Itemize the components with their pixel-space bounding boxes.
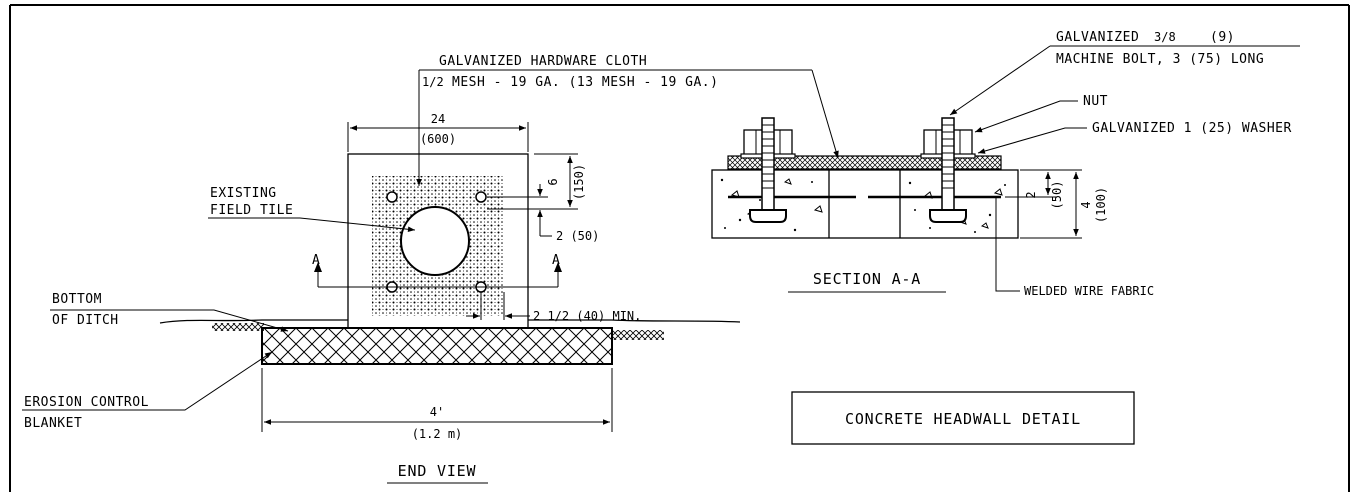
bolt-label: GALVANIZED xyxy=(1056,30,1139,45)
erosion-control-label: EROSION CONTROL xyxy=(24,395,149,410)
washer-leader xyxy=(977,127,1087,154)
hardware-cloth-label: GALVANIZED HARDWARE CLOTH xyxy=(439,54,647,69)
width-dimension: 24 (600) xyxy=(347,112,529,152)
bolt-label-mm: (9) xyxy=(1210,30,1235,45)
svg-text:4: 4 xyxy=(1079,201,1093,208)
bolt-label-fraction: 3/8 xyxy=(1154,30,1176,44)
svg-text:6: 6 xyxy=(546,178,560,185)
base-dimension: 4' (1.2 m) xyxy=(261,368,613,441)
concrete-slab xyxy=(711,169,1019,239)
soil-right xyxy=(612,330,664,340)
svg-text:(600): (600) xyxy=(420,132,456,146)
existing-tile-label: EXISTING xyxy=(210,186,277,201)
end-view-caption: END VIEW xyxy=(398,462,477,480)
bolt-assembly-left xyxy=(740,117,796,223)
field-tile xyxy=(400,206,470,276)
hardware-cloth-layer xyxy=(727,155,1002,170)
svg-text:(150): (150) xyxy=(572,164,586,200)
nut-label: NUT xyxy=(1083,94,1108,109)
top-offset-dimension: 6 (150) xyxy=(487,153,586,210)
drawing-title: CONCRETE HEADWALL DETAIL xyxy=(845,410,1081,428)
svg-text:(1.2 m): (1.2 m) xyxy=(412,427,463,441)
section-mark-right: A xyxy=(552,253,560,268)
bolt-hole xyxy=(386,191,398,203)
nut-leader xyxy=(974,100,1078,133)
svg-text:(100): (100) xyxy=(1094,187,1108,223)
hole-offset-dimension: 2 (50) xyxy=(487,184,599,243)
bottom-of-ditch-label-2: OF DITCH xyxy=(52,313,119,328)
erosion-control-label-2: BLANKET xyxy=(24,416,82,431)
bolt-hole xyxy=(475,191,487,203)
washer-label: GALVANIZED 1 (25) WASHER xyxy=(1092,121,1292,136)
section-mark-left: A xyxy=(312,253,320,268)
edge-min-dimension: 2 1/2 (40) MIN. xyxy=(466,292,641,323)
existing-tile-label-2: FIELD TILE xyxy=(210,203,293,218)
section-depth-dimensions: 2 (50) 4 (100) xyxy=(1005,169,1108,239)
erosion-control-blanket xyxy=(261,327,613,365)
section-a-a: GALVANIZED 3/8 (9) MACHINE BOLT, 3 (75) … xyxy=(711,30,1300,298)
hardware-cloth-section-leader xyxy=(811,69,839,159)
svg-text:24: 24 xyxy=(431,112,445,126)
svg-text:2 1/2 (40) MIN.: 2 1/2 (40) MIN. xyxy=(533,309,641,323)
soil-left xyxy=(212,323,264,331)
title-block: CONCRETE HEADWALL DETAIL xyxy=(791,391,1135,445)
ground-line xyxy=(159,319,741,324)
bottom-ditch-leader xyxy=(50,309,289,332)
svg-text:(50): (50) xyxy=(1050,181,1064,210)
svg-text:4': 4' xyxy=(430,405,444,419)
bottom-of-ditch-label: BOTTOM xyxy=(52,292,102,307)
fabric-label: WELDED WIRE FABRIC xyxy=(1024,284,1154,298)
bolt-leader xyxy=(949,45,1051,116)
hardware-cloth-spec: MESH - 19 GA. (13 MESH - 19 GA.) xyxy=(452,75,718,90)
hardware-cloth-fraction: 1/2 xyxy=(422,75,444,89)
field-tile-leader xyxy=(208,217,416,233)
fabric-leader xyxy=(995,198,1020,292)
svg-text:2 (50): 2 (50) xyxy=(556,229,599,243)
section-caption: SECTION A-A xyxy=(813,270,921,288)
end-view: A A 24 (600) 6 (150) 2 (50) xyxy=(22,54,812,484)
svg-text:2: 2 xyxy=(1024,191,1038,198)
bolt-length-label: MACHINE BOLT, 3 (75) LONG xyxy=(1056,52,1264,67)
sheet-border xyxy=(9,4,1350,492)
bolt-assembly-right xyxy=(920,117,976,223)
